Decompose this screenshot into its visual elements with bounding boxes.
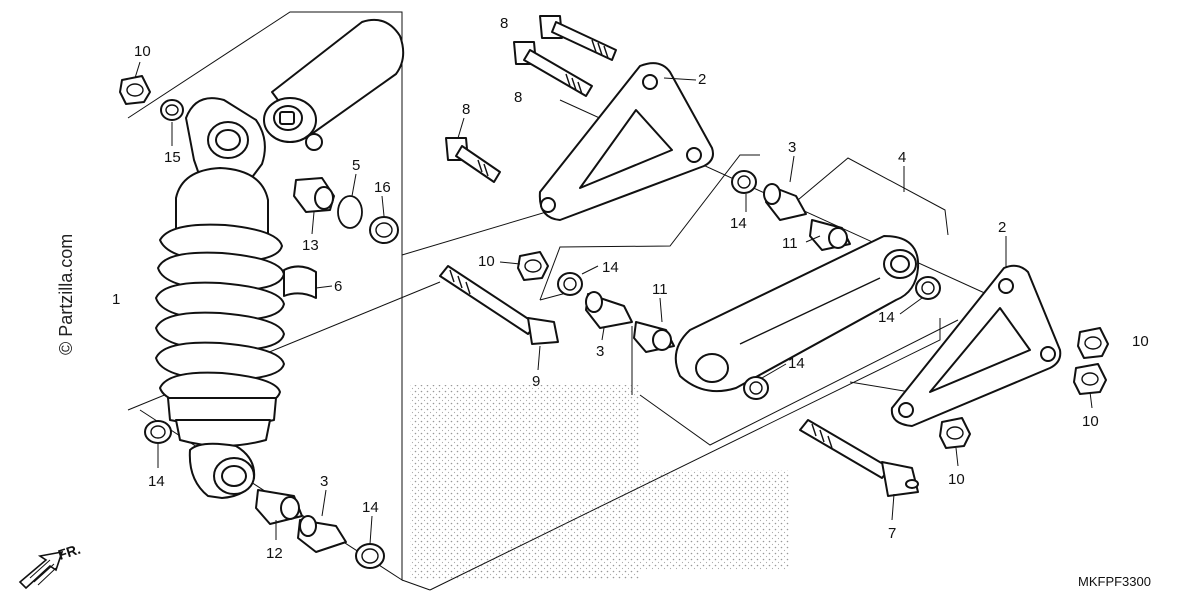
bolt-8-lower — [445, 137, 501, 183]
nut-10-center — [517, 251, 549, 281]
callout-10: 10 — [948, 471, 965, 488]
nut-10-right-upper — [1077, 327, 1109, 359]
seal-14-left — [144, 420, 172, 444]
callout-7: 7 — [888, 525, 896, 542]
bearing-11-upper — [809, 219, 851, 251]
collar-3-lower — [297, 515, 347, 553]
callout-11: 11 — [782, 235, 798, 252]
callout-8: 8 — [514, 89, 522, 106]
washer-15 — [160, 99, 184, 121]
callout-2: 2 — [698, 71, 706, 88]
watermark: © Partzilla.com — [56, 234, 76, 355]
label-6 — [283, 265, 317, 299]
bolt-8-middle — [513, 41, 593, 97]
seal-14-link — [743, 376, 769, 400]
seal-14-upper — [731, 170, 757, 194]
callout-8: 8 — [500, 15, 508, 32]
leader-lines — [134, 61, 1093, 545]
shock-link-arm — [674, 235, 920, 392]
front-marker: FR. — [56, 541, 82, 563]
callout-14: 14 — [730, 215, 747, 232]
bolt-9 — [439, 265, 559, 345]
callout-10: 10 — [1082, 413, 1099, 430]
callout-3: 3 — [320, 473, 328, 490]
shock-arm-plate-upper — [538, 62, 714, 221]
bearing-12 — [255, 489, 303, 525]
callout-14: 14 — [878, 309, 895, 326]
callout-1: 1 — [112, 291, 120, 308]
stipple-shading — [410, 385, 640, 580]
shock-arm-plate-lower — [890, 264, 1062, 427]
callout-14: 14 — [788, 355, 805, 372]
nut-10-right-lower — [1073, 363, 1107, 395]
bolt-8-upper — [539, 15, 617, 61]
o-ring-5 — [337, 195, 363, 229]
oil-seal-16 — [369, 216, 399, 244]
seal-14-right — [915, 276, 941, 300]
callout-8: 8 — [462, 101, 470, 118]
callout-3: 3 — [788, 139, 796, 156]
collar-13 — [293, 177, 335, 213]
callout-5: 5 — [352, 157, 360, 174]
callout-15: 15 — [164, 149, 181, 166]
callout-3: 3 — [596, 343, 604, 360]
coil-spring — [155, 223, 285, 409]
front-arrow-icon — [18, 550, 64, 590]
callout-14: 14 — [148, 473, 165, 490]
bolt-7 — [799, 419, 919, 497]
callout-2: 2 — [998, 219, 1006, 236]
seal-14-center — [557, 272, 583, 296]
collar-3-center — [585, 291, 633, 329]
collar-3-upper — [763, 183, 807, 221]
callout-11: 11 — [652, 281, 668, 298]
callout-4: 4 — [898, 149, 906, 166]
callout-10: 10 — [478, 253, 495, 270]
callout-16: 16 — [374, 179, 391, 196]
callout-10: 10 — [1132, 333, 1149, 350]
callouts: 10 15 5 16 13 6 1 14 3 12 14 8 8 8 2 3 4… — [112, 15, 1149, 562]
nut-10-bottom — [939, 417, 971, 449]
callout-9: 9 — [532, 373, 540, 390]
callout-6: 6 — [334, 278, 342, 295]
callout-14: 14 — [602, 259, 619, 276]
nut-10-top-left — [119, 75, 151, 105]
stipple-shading — [640, 470, 790, 570]
callout-14: 14 — [362, 499, 379, 516]
seal-14-bottom — [355, 543, 385, 569]
rear-shock-absorber — [155, 18, 405, 499]
callout-12: 12 — [266, 545, 283, 562]
callout-13: 13 — [302, 237, 319, 254]
bearing-11-center — [633, 321, 675, 353]
diagram-code: MKFPF3300 — [1078, 574, 1151, 589]
callout-10: 10 — [134, 43, 151, 60]
